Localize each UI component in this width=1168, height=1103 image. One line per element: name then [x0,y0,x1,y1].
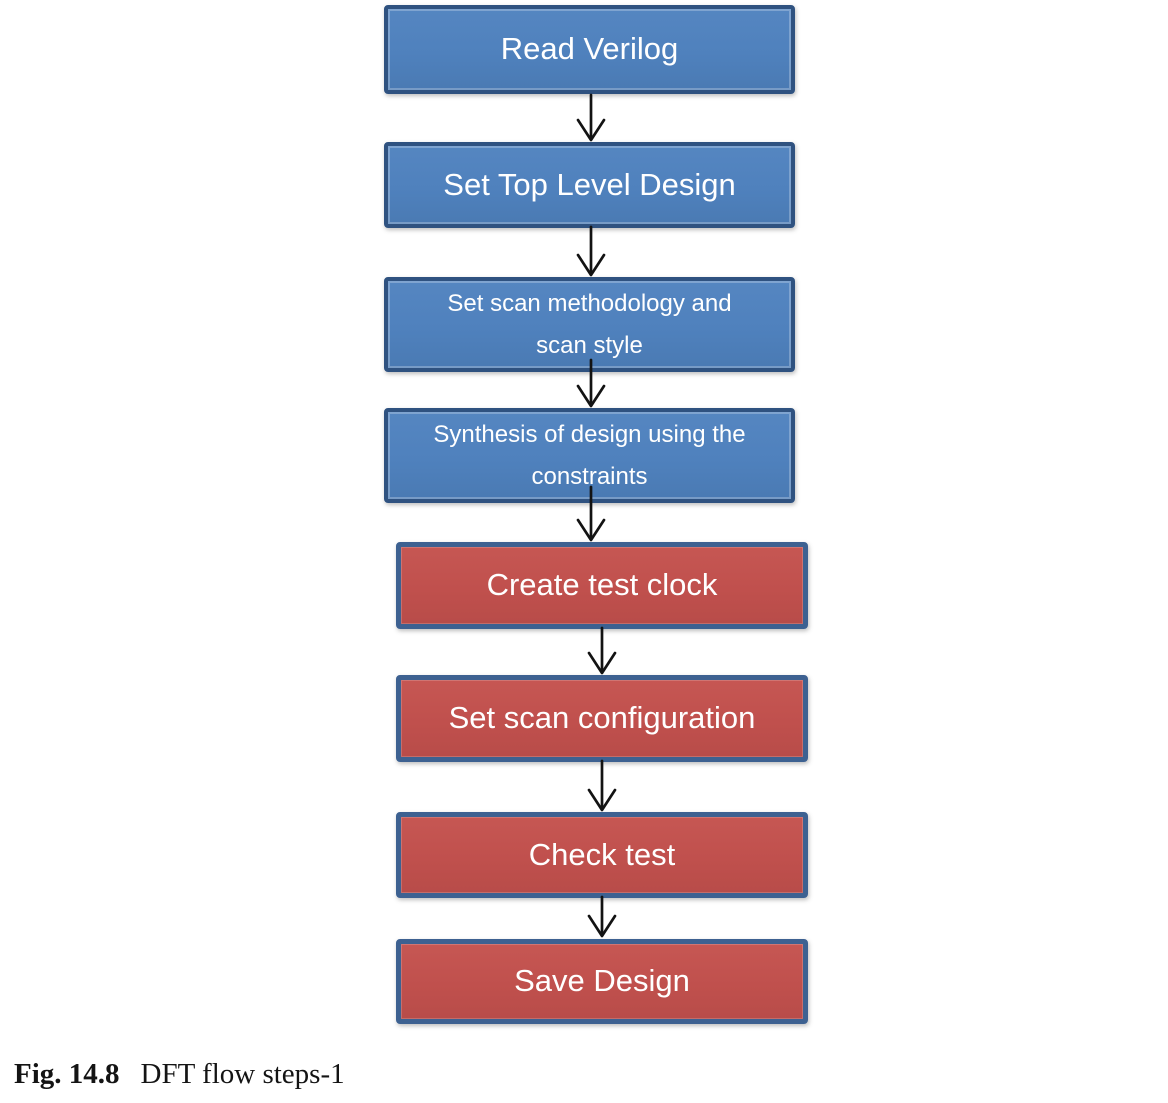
figure-caption-text: DFT flow steps-1 [140,1058,345,1090]
figure-caption-label: Fig. 14.8 [14,1058,120,1090]
arrow-connector-6 [587,759,617,812]
node-label: Set Top Level Design [443,166,736,202]
flow-node-set-scan-methodology: Set scan methodology and scan style [384,277,795,372]
figure-caption: Fig. 14.8 DFT flow steps-1 [14,1058,345,1091]
node-label: Set scan methodology and scan style [447,289,732,359]
node-label: Read Verilog [500,31,679,67]
node-label: Check test [528,836,676,872]
flow-node-save-design: Save Design [396,939,808,1024]
arrow-connector-5 [587,626,617,675]
flow-node-set-scan-configuration: Set scan configuration [396,675,808,762]
node-label: Create test clock [486,567,718,603]
arrow-connector-7 [587,895,617,938]
node-label: Synthesis of design using the constraint… [433,420,746,490]
node-label: Save Design [514,963,690,999]
node-label: Set scan configuration [448,700,756,736]
flow-node-set-top-level-design: Set Top Level Design [384,142,795,228]
arrow-connector-1 [576,93,606,142]
flow-node-synthesis-of-design: Synthesis of design using the constraint… [384,408,795,503]
flow-node-check-test: Check test [396,812,808,898]
flow-node-read-verilog: Read Verilog [384,5,795,94]
arrow-connector-2 [576,225,606,277]
flow-node-create-test-clock: Create test clock [396,542,808,629]
